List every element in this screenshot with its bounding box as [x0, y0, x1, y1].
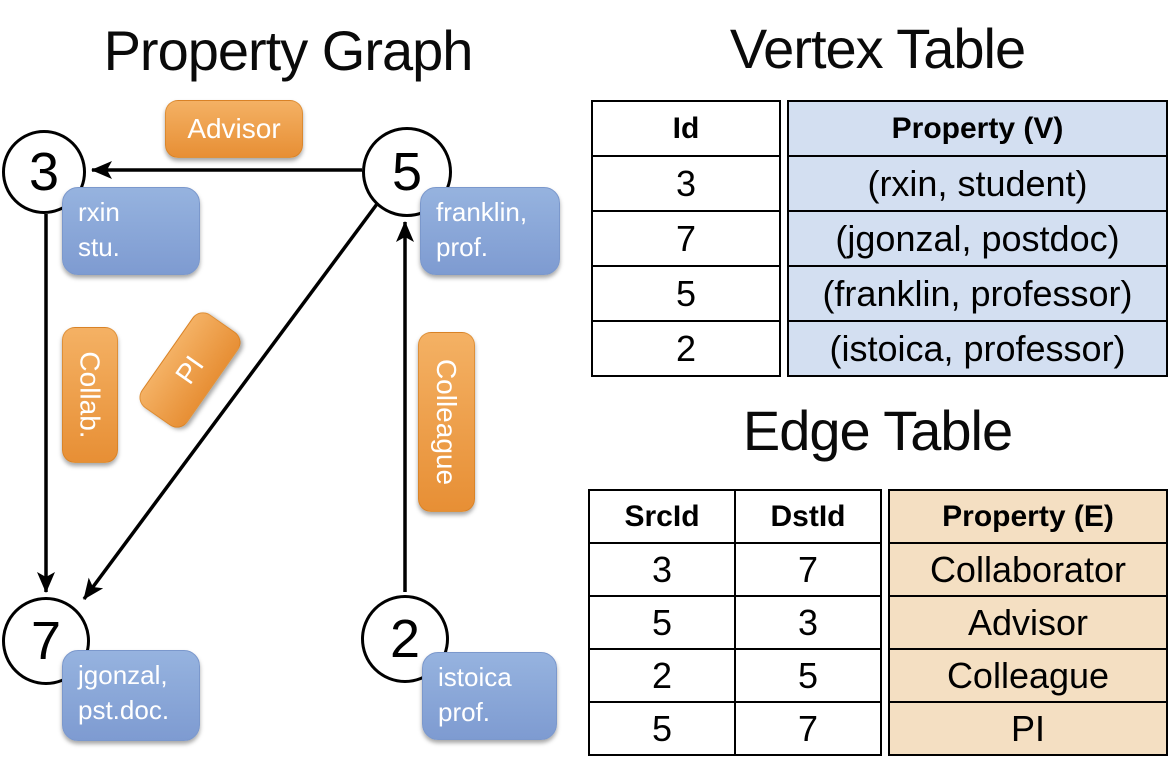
- edge-table-srcid-cell: 3: [651, 548, 673, 590]
- vertex-prop-box-7: jgonzal, pst.doc.: [62, 650, 200, 741]
- edge-table-title: Edge Table: [742, 399, 1013, 462]
- vertex-node-7-id: 7: [30, 611, 62, 671]
- vertex-table-id-column: Id 3 7 5 2: [591, 100, 781, 377]
- vertex-node-5: 5: [362, 127, 452, 217]
- vertex-table-property-header: Property (V): [891, 111, 1064, 145]
- edge-table-srcid-cell: 2: [651, 654, 673, 696]
- vertex-table-id-cell: 2: [675, 327, 697, 369]
- edge-label-advisor: Advisor: [165, 100, 303, 158]
- vertex-table-property-cell: (istoica, professor): [829, 327, 1126, 369]
- vertex-prop-3-line1: rxin: [78, 197, 120, 227]
- vertex-table-property-cell: (rxin, student): [867, 162, 1088, 204]
- vertex-node-2: 2: [361, 595, 449, 683]
- vertex-prop-box-3: rxin stu.: [62, 187, 200, 275]
- vertex-prop-box-2: istoica prof.: [422, 652, 557, 740]
- vertex-node-3-id: 3: [28, 142, 60, 202]
- vertex-prop-2-line2: prof.: [438, 697, 491, 727]
- property-graph-title: Property Graph: [103, 19, 474, 82]
- vertex-node-2-id: 2: [389, 609, 421, 669]
- edge-table-property-cell: PI: [1010, 707, 1045, 749]
- edge-label-colleague: Colleague: [418, 332, 475, 512]
- edge-table-property-header: Property (E): [942, 499, 1114, 533]
- edge-table-property-cell: Colleague: [946, 654, 1110, 696]
- edge-table-srcid-header: SrcId: [624, 499, 700, 533]
- graph-edges: [37, 161, 414, 601]
- vertex-table-id-cell: 5: [675, 272, 697, 314]
- vertex-prop-box-5: franklin, prof.: [420, 187, 560, 275]
- edge-table-dstid-cell: 3: [734, 597, 880, 648]
- vertex-table-property-cell: (jgonzal, postdoc): [835, 217, 1120, 259]
- vertex-table-id-header: Id: [672, 111, 700, 145]
- edge-table-srcid-cell: 5: [651, 601, 673, 643]
- vertex-table-title: Vertex Table: [729, 17, 1026, 80]
- edge-label-collab: Collab.: [62, 327, 118, 463]
- vertex-prop-2-line1: istoica: [438, 662, 512, 692]
- vertex-node-5-id: 5: [391, 142, 423, 202]
- vertex-prop-3-line2: stu.: [78, 232, 120, 262]
- edge-table-dstid-cell: 5: [734, 650, 880, 701]
- edge-table-dstid-cell: 7: [734, 703, 880, 754]
- vertex-prop-7-line2: pst.doc.: [78, 695, 170, 725]
- edge-label-collab-text: Collab.: [75, 351, 107, 439]
- vertex-prop-7-line1: jgonzal,: [78, 660, 168, 690]
- edge-pi-line: [82, 202, 379, 601]
- vertex-prop-5-line1: franklin,: [436, 197, 528, 227]
- vertex-table-property-cell: (franklin, professor): [822, 272, 1133, 314]
- edge-table-dstid-header: DstId: [734, 491, 880, 542]
- vertex-table-property-column: Property (V) (rxin, student) (jgonzal, p…: [787, 100, 1168, 377]
- edge-label-advisor-text: Advisor: [187, 113, 281, 144]
- edge-label-colleague-text: Colleague: [431, 358, 463, 486]
- edge-table-id-columns: SrcId DstId 3 7 5 3 2 5 5 7: [588, 489, 882, 756]
- edge-table-dstid-cell: 7: [734, 544, 880, 595]
- vertex-prop-5-line2: prof.: [436, 232, 489, 262]
- edge-table-property-cell: Advisor: [967, 601, 1089, 643]
- edge-label-pi-text: PI: [169, 349, 210, 390]
- edge-table-property-column: Property (E) Collaborator Advisor Collea…: [888, 489, 1168, 756]
- vertex-table-id-cell: 7: [675, 217, 697, 259]
- edge-table-srcid-cell: 5: [651, 707, 673, 749]
- vertex-table-id-cell: 3: [675, 162, 697, 204]
- edge-table-property-cell: Collaborator: [929, 548, 1127, 590]
